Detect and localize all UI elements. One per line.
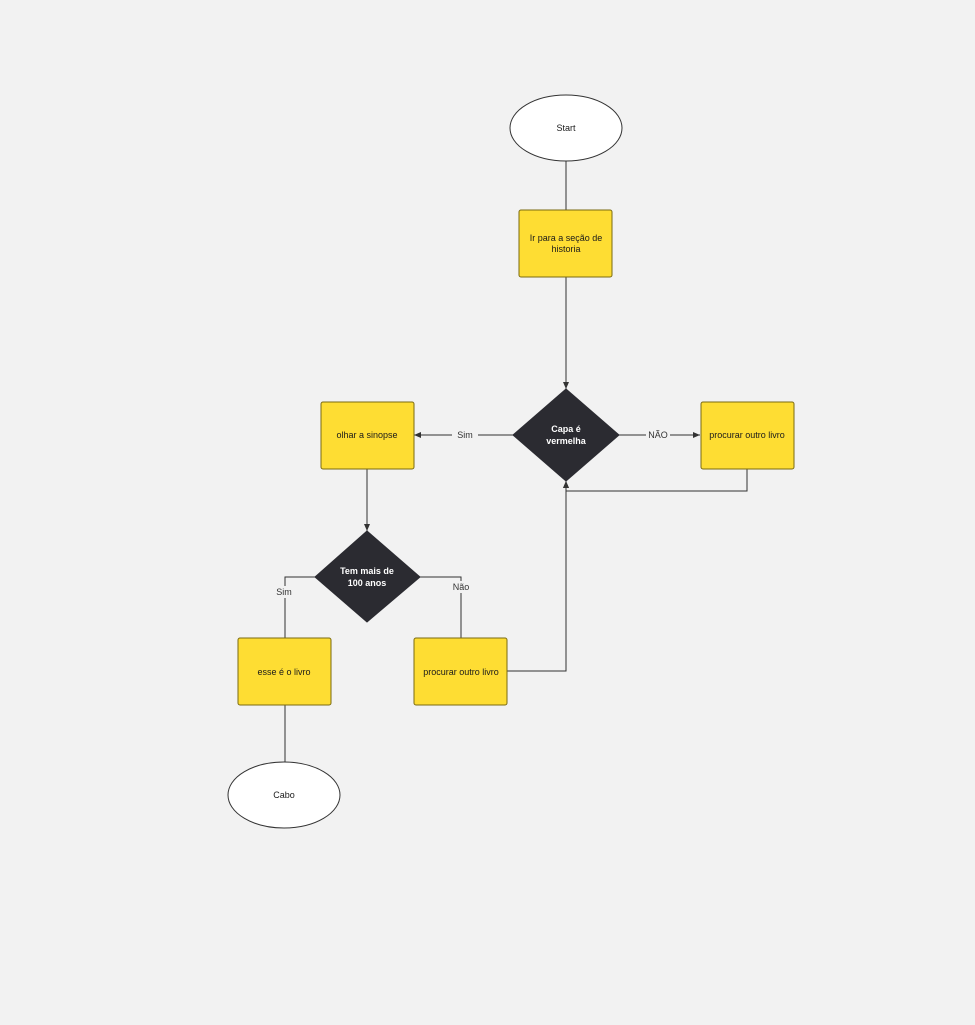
node-cabo[interactable]: Cabo [227, 761, 341, 829]
node-sinopse[interactable]: olhar a sinopse [320, 401, 415, 470]
edge-label-capa-nao: NÃO [648, 430, 668, 440]
terminal-shape [227, 761, 341, 829]
node-sinopse-label: olhar a sinopse [336, 430, 397, 440]
edge-label-tem-nao: Não [453, 582, 470, 592]
edge-tem-mais-to-procurar-2-a [420, 576, 462, 581]
node-capa[interactable]: Capa é vermelha [512, 388, 620, 482]
node-esse-livro[interactable]: esse é o livro [237, 637, 332, 706]
node-ir-secao-line1: Ir para a seção de [530, 233, 603, 243]
node-tem-mais[interactable]: Tem mais de 100 anos [314, 530, 421, 623]
decision-shape [512, 388, 620, 482]
node-tem-mais-line2: 100 anos [348, 578, 387, 588]
edge-label-capa-sim: Sim [457, 430, 473, 440]
node-ir-secao-line2: historia [551, 244, 580, 254]
process-shape [700, 401, 795, 470]
node-procurar-2-label: procurar outro livro [423, 667, 499, 677]
node-cabo-label: Cabo [273, 790, 295, 800]
node-capa-line1: Capa é [551, 424, 581, 434]
process-shape [518, 209, 613, 278]
terminal-shape [509, 94, 623, 162]
edge-procurar-1-to-capa [563, 469, 748, 492]
connectors [284, 160, 748, 762]
node-start-label: Start [556, 123, 576, 133]
process-shape [237, 637, 332, 706]
node-procurar-1-label: procurar outro livro [709, 430, 785, 440]
node-start[interactable]: Start [509, 94, 623, 162]
node-esse-livro-label: esse é o livro [257, 667, 310, 677]
edge-tem-mais-to-esse-livro-a [284, 576, 315, 586]
node-ir-secao[interactable]: Ir para a seção de historia [518, 209, 613, 278]
node-procurar-2[interactable]: procurar outro livro [413, 637, 508, 706]
decision-shape [314, 530, 421, 623]
edge-label-tem-sim: Sim [276, 587, 292, 597]
process-shape [413, 637, 508, 706]
process-shape [320, 401, 415, 470]
node-tem-mais-line1: Tem mais de [340, 566, 394, 576]
node-procurar-1[interactable]: procurar outro livro [700, 401, 795, 470]
edge-procurar-2-to-capa [507, 481, 569, 672]
node-capa-line2: vermelha [546, 436, 587, 446]
